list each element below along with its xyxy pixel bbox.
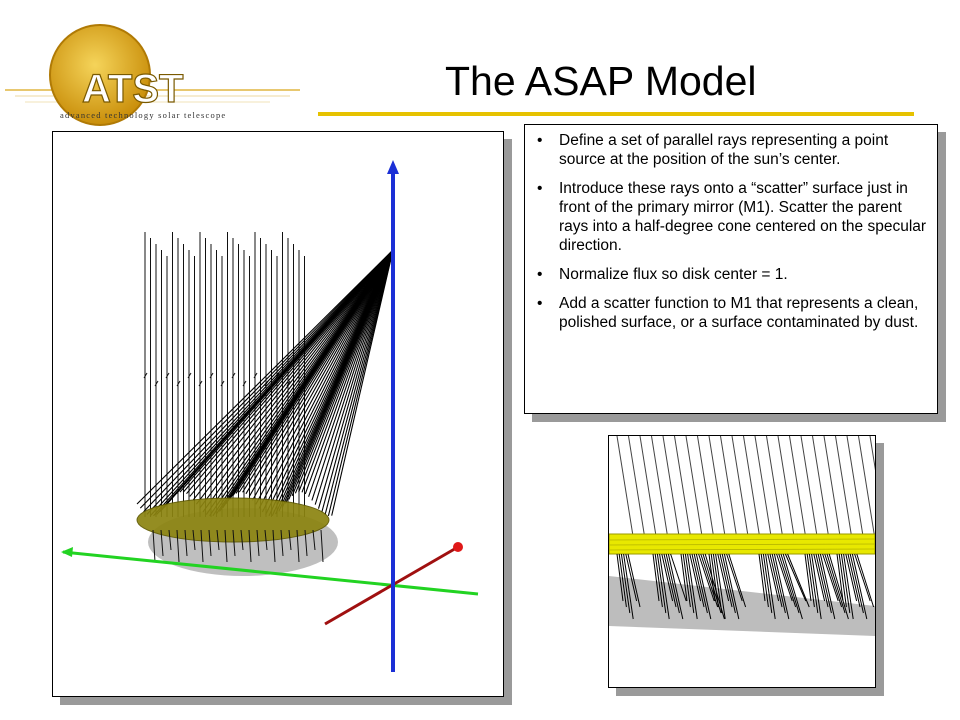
logo-tagline: advanced technology solar telescope (60, 110, 226, 120)
logo-wordmark: ATST (82, 67, 183, 111)
mirror-surface-shadow (609, 576, 875, 636)
bullet-item: • Add a scatter function to M1 that repr… (535, 294, 927, 332)
x-axis-arrowhead (61, 547, 73, 557)
scatter-closeup-render (609, 436, 875, 687)
atst-logo-graphic: ATST advanced technology solar telescope (5, 24, 300, 126)
bullet-text: Introduce these rays onto a “scatter” su… (559, 180, 927, 254)
ray-trace-render (61, 160, 479, 672)
bullet-item: • Define a set of parallel rays represen… (535, 131, 927, 169)
bullet-marker: • (537, 295, 543, 312)
slide-title: The ASAP Model (445, 58, 757, 104)
bullet-list: • Define a set of parallel rays represen… (535, 131, 927, 332)
bullet-text: Add a scatter function to M1 that repres… (559, 295, 919, 331)
bullet-marker: • (537, 266, 543, 283)
bullet-item: • Introduce these rays onto a “scatter” … (535, 179, 927, 255)
y-axis-marker (453, 542, 463, 552)
bullet-text-box: • Define a set of parallel rays represen… (524, 124, 938, 414)
bullet-marker: • (537, 180, 543, 197)
x-axis (62, 550, 479, 596)
atst-logo: ATST advanced technology solar telescope (0, 20, 310, 130)
scatter-closeup-figure (608, 435, 876, 688)
closeup-scattered-fans (616, 553, 875, 620)
title-underline (318, 112, 914, 116)
bullet-marker: • (537, 132, 543, 149)
closeup-incoming-rays (616, 436, 875, 537)
bullet-item: • Normalize flux so disk center = 1. (535, 265, 927, 284)
scattered-ray-cone (136, 249, 394, 517)
ray-trace-figure (52, 131, 504, 697)
z-axis-arrowhead (387, 160, 399, 174)
reflected-rays (152, 529, 324, 563)
bullet-text: Define a set of parallel rays representi… (559, 132, 889, 168)
bullet-text: Normalize flux so disk center = 1. (559, 266, 788, 283)
